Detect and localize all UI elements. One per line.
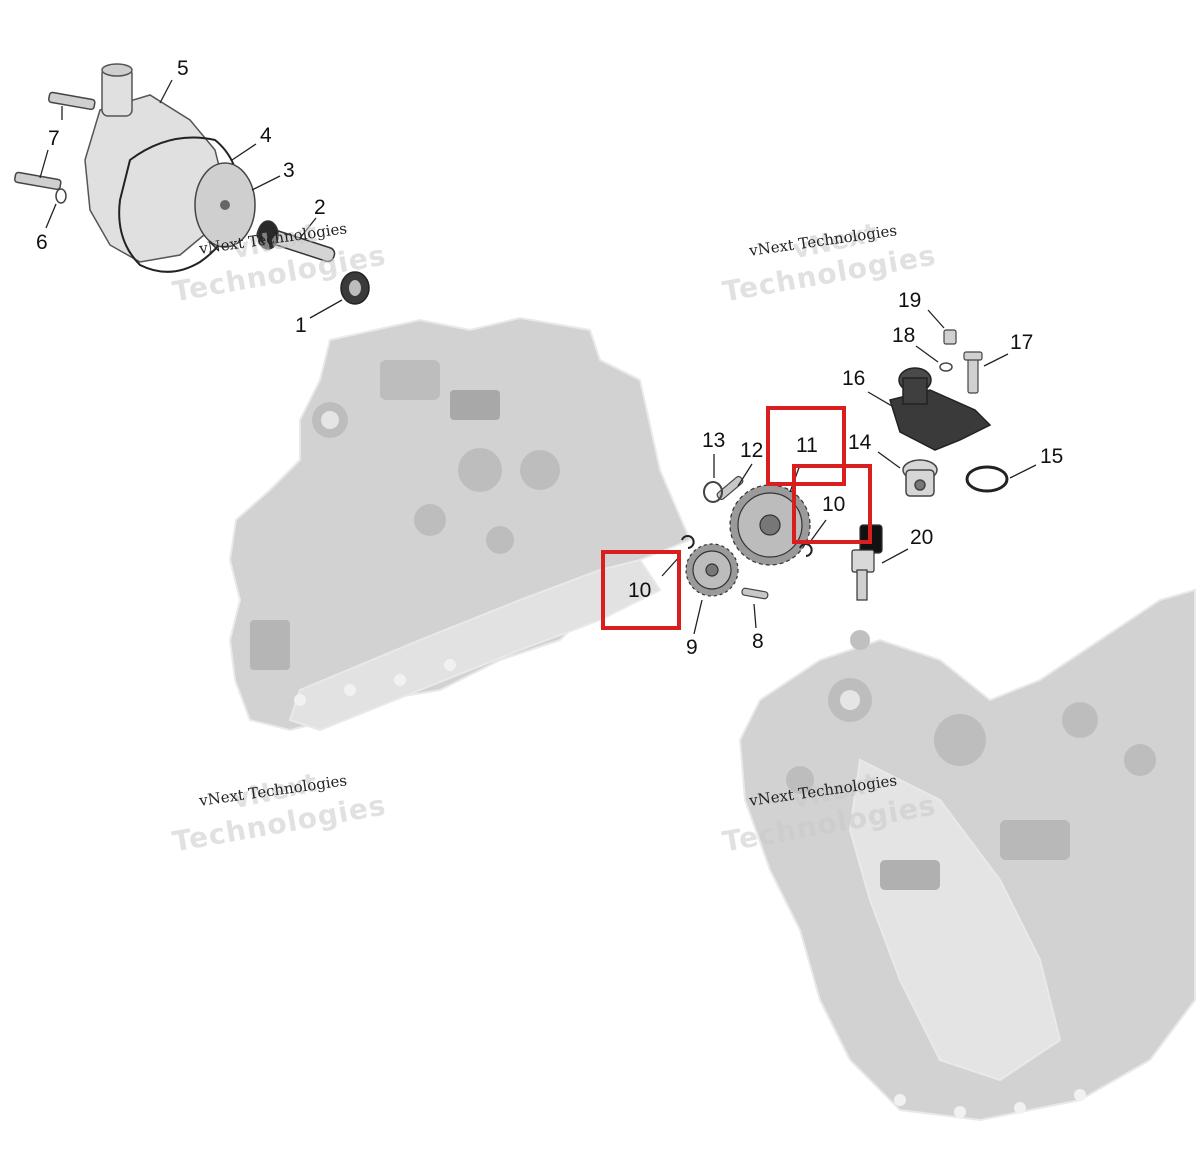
callout-14[interactable]: 14 [848, 431, 872, 454]
callout-18[interactable]: 18 [892, 324, 916, 347]
callout-16[interactable]: 16 [842, 367, 866, 390]
circlip-10-left [681, 535, 695, 549]
ring-13 [703, 481, 723, 503]
callout-2[interactable]: 2 [314, 196, 326, 219]
callout-11[interactable]: 11 [796, 434, 818, 457]
callout-4[interactable]: 4 [260, 124, 272, 147]
callout-6[interactable]: 6 [36, 231, 48, 254]
pin-12 [716, 475, 744, 501]
callout-9[interactable]: 9 [686, 636, 698, 659]
thermostat-housing [889, 367, 992, 451]
callout-7[interactable]: 7 [48, 127, 60, 150]
callout-3[interactable]: 3 [283, 159, 295, 182]
callout-19[interactable]: 19 [898, 289, 922, 312]
washer-6 [55, 188, 67, 204]
crankcase-left-details [250, 360, 560, 706]
callout-15[interactable]: 15 [1040, 445, 1064, 468]
pump-shaft [256, 220, 336, 263]
gear-small [685, 543, 739, 597]
oring-15 [965, 465, 1009, 493]
highlight-box-part-11[interactable] [766, 406, 846, 486]
callout-12[interactable]: 12 [740, 439, 764, 462]
callout-13[interactable]: 13 [702, 429, 726, 452]
circlip-10-right [799, 543, 813, 557]
callout-5[interactable]: 5 [177, 57, 189, 80]
screw-19 [943, 329, 957, 345]
highlight-box-part-10-left[interactable] [601, 550, 681, 630]
crankcase-right-silhouette [738, 588, 1196, 1122]
screw-17 [963, 351, 983, 394]
callout-20[interactable]: 20 [910, 526, 934, 549]
highlight-box-part-10-right[interactable] [792, 464, 872, 544]
cover-bolts [13, 91, 96, 191]
callout-10-right[interactable]: 10 [822, 493, 846, 516]
callout-8[interactable]: 8 [752, 630, 764, 653]
callout-17[interactable]: 17 [1010, 331, 1034, 354]
crankcase-right-details [786, 630, 1156, 1118]
pin-8 [741, 587, 769, 600]
callout-10-left[interactable]: 10 [628, 579, 652, 602]
thermostat [902, 459, 938, 497]
washer-18 [939, 362, 953, 372]
callout-1[interactable]: 1 [295, 314, 307, 337]
crankcase-left-silhouette [228, 316, 692, 732]
gear-large [729, 484, 811, 566]
